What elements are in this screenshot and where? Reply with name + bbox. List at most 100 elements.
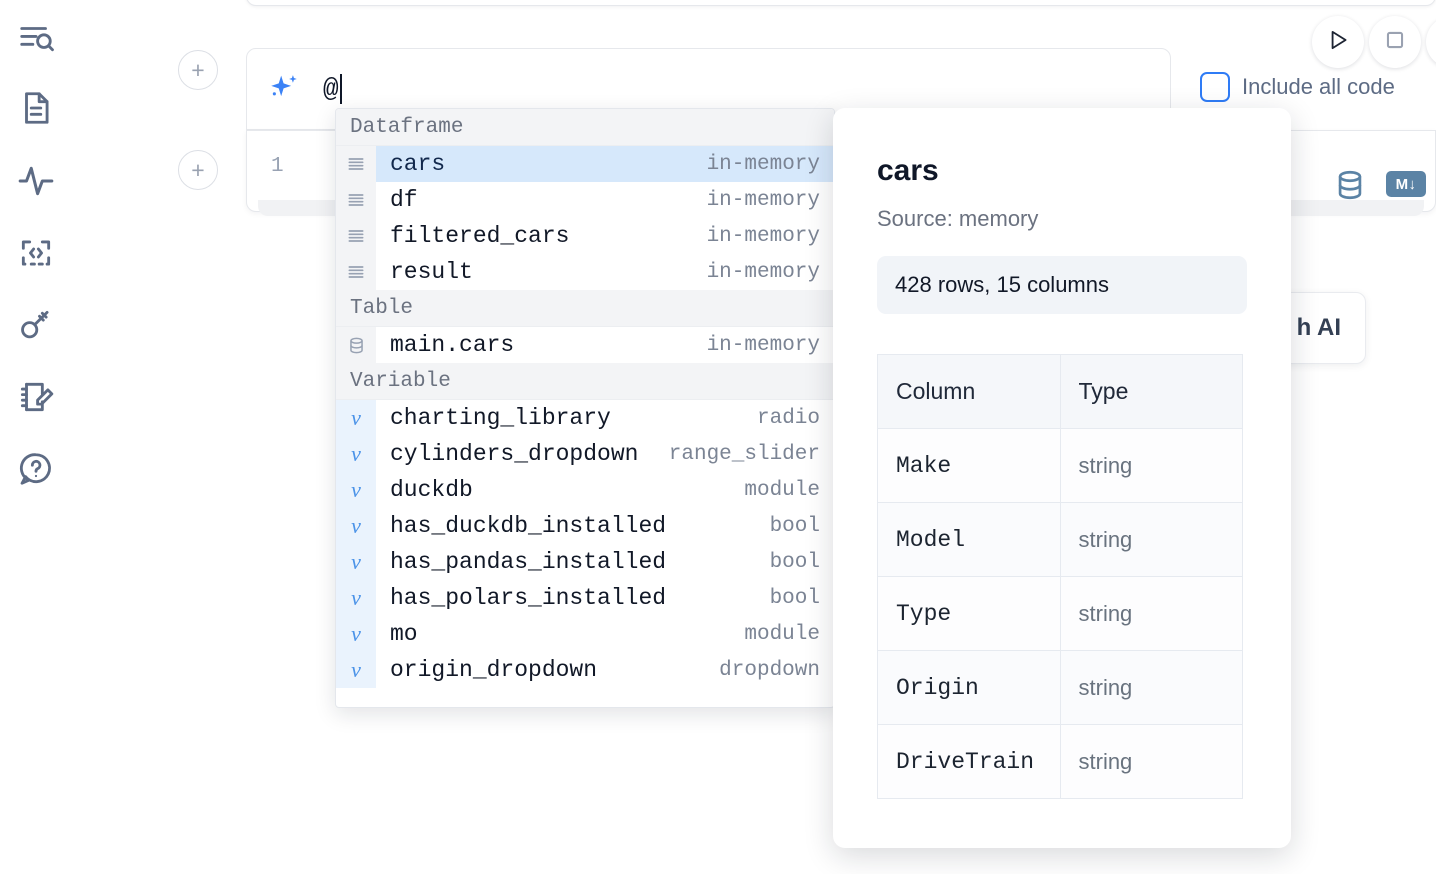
autocomplete-item-type: module — [744, 623, 834, 646]
schema-row: Typestring — [878, 577, 1243, 651]
markdown-badge[interactable]: M↓ — [1386, 171, 1426, 197]
autocomplete-item-name: has_duckdb_installed — [376, 513, 770, 539]
plus-icon: + — [191, 59, 204, 82]
autocomplete-item-name: charting_library — [376, 405, 757, 431]
schema-column-type: string — [1060, 725, 1243, 799]
autocomplete-item[interactable]: carsin-memory — [336, 146, 834, 182]
autocomplete-item[interactable]: resultin-memory — [336, 254, 834, 290]
help-chat-icon — [17, 450, 55, 488]
notebook-edit-icon — [17, 378, 55, 416]
detail-shape: 428 rows, 15 columns — [877, 256, 1247, 314]
autocomplete-item-type: in-memory — [707, 189, 834, 212]
autocomplete-item-name: cylinders_dropdown — [376, 441, 669, 467]
autocomplete-item[interactable]: dfin-memory — [336, 182, 834, 218]
dataframe-icon — [336, 146, 376, 182]
autocomplete-item[interactable]: vorigin_dropdowndropdown — [336, 652, 834, 688]
schema-column-type: string — [1060, 503, 1243, 577]
autocomplete-item[interactable]: vcharting_libraryradio — [336, 400, 834, 436]
schema-column-name: DriveTrain — [878, 725, 1061, 799]
stop-button[interactable] — [1369, 16, 1421, 68]
autocomplete-group-header: Table — [336, 290, 834, 327]
include-all-code-label: Include all code — [1242, 74, 1395, 100]
stop-icon — [1382, 27, 1408, 58]
detail-title: cars — [877, 154, 1247, 188]
autocomplete-item-type: in-memory — [707, 261, 834, 284]
file-search-icon — [17, 19, 55, 57]
variable-icon: v — [336, 580, 376, 616]
detail-source: Source: memory — [877, 206, 1247, 232]
schema-row: Modelstring — [878, 503, 1243, 577]
sidebar-item-activity[interactable] — [10, 155, 62, 207]
dataframe-detail-popover: cars Source: memory 428 rows, 15 columns… — [833, 108, 1291, 848]
variable-icon: v — [336, 508, 376, 544]
autocomplete-item-type: range_slider — [669, 443, 834, 466]
autocomplete-item[interactable]: vhas_polars_installedbool — [336, 580, 834, 616]
include-all-code-row[interactable]: Include all code — [1200, 72, 1395, 102]
dataframe-icon — [336, 254, 376, 290]
schema-row: Originstring — [878, 651, 1243, 725]
autocomplete-item[interactable]: vhas_pandas_installedbool — [336, 544, 834, 580]
dataframe-icon — [336, 182, 376, 218]
autocomplete-item[interactable]: vmomodule — [336, 616, 834, 652]
activity-icon — [17, 162, 55, 200]
variable-icon: v — [336, 436, 376, 472]
code-embed-icon — [17, 234, 55, 272]
autocomplete-item-type: in-memory — [707, 153, 834, 176]
schema-header-cell: Column — [878, 355, 1061, 429]
add-cell-above-button[interactable]: + — [178, 50, 218, 90]
schema-column-name: Make — [878, 429, 1061, 503]
add-cell-below-button[interactable]: + — [178, 150, 218, 190]
line-number: 1 — [271, 155, 284, 178]
autocomplete-item-name: origin_dropdown — [376, 657, 719, 683]
autocomplete-item-name: df — [376, 187, 707, 213]
include-all-code-checkbox[interactable] — [1200, 72, 1230, 102]
autocomplete-item-type: module — [744, 479, 834, 502]
run-button[interactable] — [1312, 16, 1364, 68]
sidebar-item-help[interactable] — [10, 443, 62, 495]
autocomplete-item-name: has_pandas_installed — [376, 549, 770, 575]
sidebar-item-file-search[interactable] — [10, 12, 62, 64]
autocomplete-item-name: has_polars_installed — [376, 585, 770, 611]
autocomplete-dropdown[interactable]: Dataframecarsin-memorydfin-memoryfiltere… — [335, 108, 835, 708]
autocomplete-item[interactable]: main.carsin-memory — [336, 327, 834, 363]
autocomplete-item[interactable]: vcylinders_dropdownrange_slider — [336, 436, 834, 472]
schema-column-name: Type — [878, 577, 1061, 651]
autocomplete-item-name: mo — [376, 621, 744, 647]
autocomplete-item[interactable]: filtered_carsin-memory — [336, 218, 834, 254]
autocomplete-group-header: Dataframe — [336, 109, 834, 146]
schema-table: ColumnType MakestringModelstringTypestri… — [877, 354, 1243, 799]
variable-icon: v — [336, 652, 376, 688]
autocomplete-item-type: bool — [770, 551, 834, 574]
autocomplete-item-type: bool — [770, 515, 834, 538]
autocomplete-item[interactable]: vhas_duckdb_installedbool — [336, 508, 834, 544]
generate-with-ai-label: h AI — [1297, 314, 1341, 342]
autocomplete-item-name: main.cars — [376, 332, 707, 358]
play-icon — [1325, 27, 1351, 58]
autocomplete-item-type: bool — [770, 587, 834, 610]
schema-column-type: string — [1060, 651, 1243, 725]
schema-column-type: string — [1060, 577, 1243, 651]
more-actions-button[interactable] — [1426, 16, 1436, 68]
sidebar-item-secrets[interactable] — [10, 299, 62, 351]
sparkles-icon — [267, 72, 301, 106]
sidebar-item-code[interactable] — [10, 227, 62, 279]
text-caret — [340, 74, 342, 104]
dataframe-icon — [336, 218, 376, 254]
schema-column-name: Model — [878, 503, 1061, 577]
key-icon — [17, 306, 55, 344]
sidebar-item-scratchpad[interactable] — [10, 371, 62, 423]
autocomplete-item-type: in-memory — [707, 334, 834, 357]
schema-row: DriveTrainstring — [878, 725, 1243, 799]
autocomplete-item-name: filtered_cars — [376, 223, 707, 249]
database-icon[interactable] — [1333, 168, 1367, 207]
schema-column-name: Origin — [878, 651, 1061, 725]
variable-icon: v — [336, 616, 376, 652]
variable-icon: v — [336, 544, 376, 580]
schema-header-cell: Type — [1060, 355, 1243, 429]
schema-column-type: string — [1060, 429, 1243, 503]
sidebar-item-document[interactable] — [10, 82, 62, 134]
ai-prompt-input[interactable]: @ — [323, 74, 342, 104]
autocomplete-item-name: result — [376, 259, 707, 285]
autocomplete-item-name: duckdb — [376, 477, 744, 503]
autocomplete-item[interactable]: vduckdbmodule — [336, 472, 834, 508]
